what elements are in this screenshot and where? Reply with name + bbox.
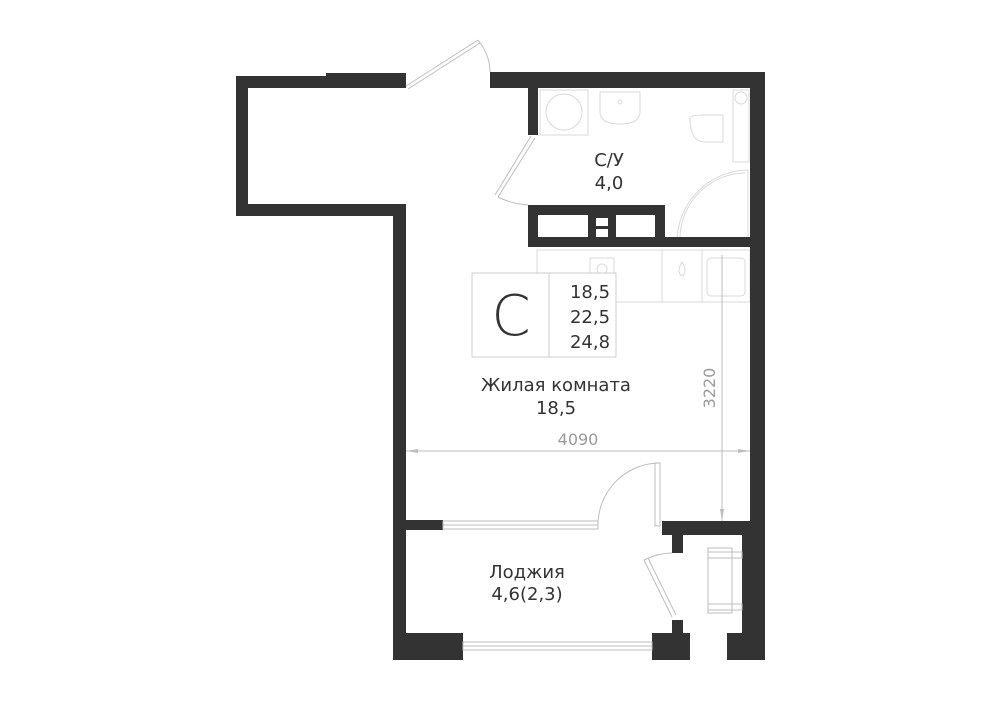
doors-windows	[405, 39, 743, 651]
loggia-area: 4,6(2,3)	[491, 584, 562, 605]
bathroom-fixtures	[539, 89, 750, 243]
bathroom-area: 4,0	[595, 173, 624, 194]
loggia-name: Лоджия	[489, 562, 565, 583]
apartment-type-letter: С	[491, 284, 530, 349]
total-area-value: 22,5	[570, 307, 610, 328]
living-room-name: Жилая комната	[481, 375, 631, 396]
dimension-width: 4090	[558, 430, 599, 449]
walls	[236, 72, 765, 660]
dimension-lines: 4090 3220	[406, 255, 750, 521]
living-area-value: 18,5	[570, 282, 610, 303]
apartment-summary: С 18,5 22,5 24,8	[471, 272, 617, 358]
dimension-depth: 3220	[700, 368, 719, 409]
total-with-loggia-value: 24,8	[570, 332, 610, 353]
bathroom-name: С/У	[594, 150, 624, 171]
living-room-area: 18,5	[536, 398, 576, 419]
